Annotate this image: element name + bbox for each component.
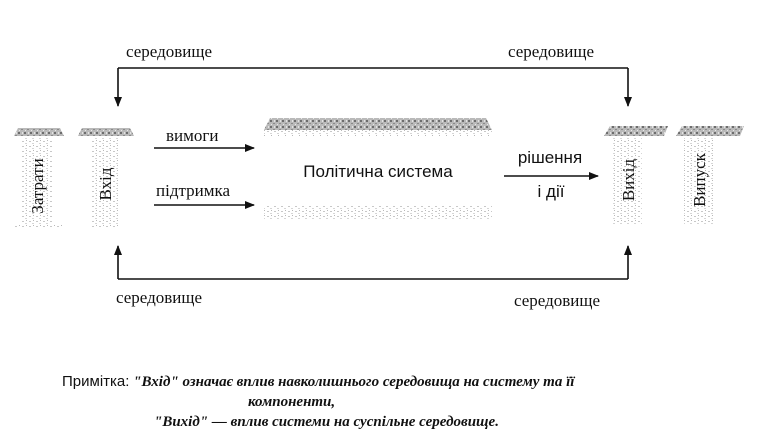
environment-loop-top [114,67,632,107]
arrow-label-demands: вимоги [166,126,218,145]
block-zatraty: Затрати [14,128,64,228]
note-text-3: "Вихід" — вплив системи на суспільне сер… [154,414,499,430]
block-label-vypusk: Випуск [690,152,709,207]
note-prefix: Примітка: [62,373,130,390]
environment-label-bottom-right: середовище [514,291,600,310]
arrow-label-decisions-2: і дії [538,182,565,201]
block-label-vkhid: Вхід [96,167,115,200]
environment-label-top-right: середовище [508,42,594,61]
note-text-2: компоненти, [248,394,336,410]
arrow-label-decisions-1: рішення [518,148,582,167]
note-line-2: компоненти, [0,392,765,412]
arrow-label-support: підтримка [156,181,230,200]
note-text-1: "Вхід" означає вплив навколишнього серед… [133,374,575,390]
block-vypusk: Випуск [676,126,744,224]
block-label-zatraty: Затрати [28,158,47,213]
block-label-system: Політична система [303,162,453,181]
note-line-3: "Вихід" — вплив системи на суспільне сер… [0,412,765,432]
environment-label-top-left: середовище [126,42,212,61]
block-label-vykhid: Вихід [619,158,638,201]
note-line-1: Примітка: "Вхід" означає вплив навколишн… [0,372,765,392]
environment-loop-bottom [114,245,632,280]
environment-label-bottom-left: середовище [116,288,202,307]
block-vkhid: Вхід [78,128,134,228]
political-system-diagram: середовище середовище середовище середов… [14,42,744,310]
block-vykhid: Вихід [604,126,668,224]
block-political-system: Політична система [264,118,492,220]
